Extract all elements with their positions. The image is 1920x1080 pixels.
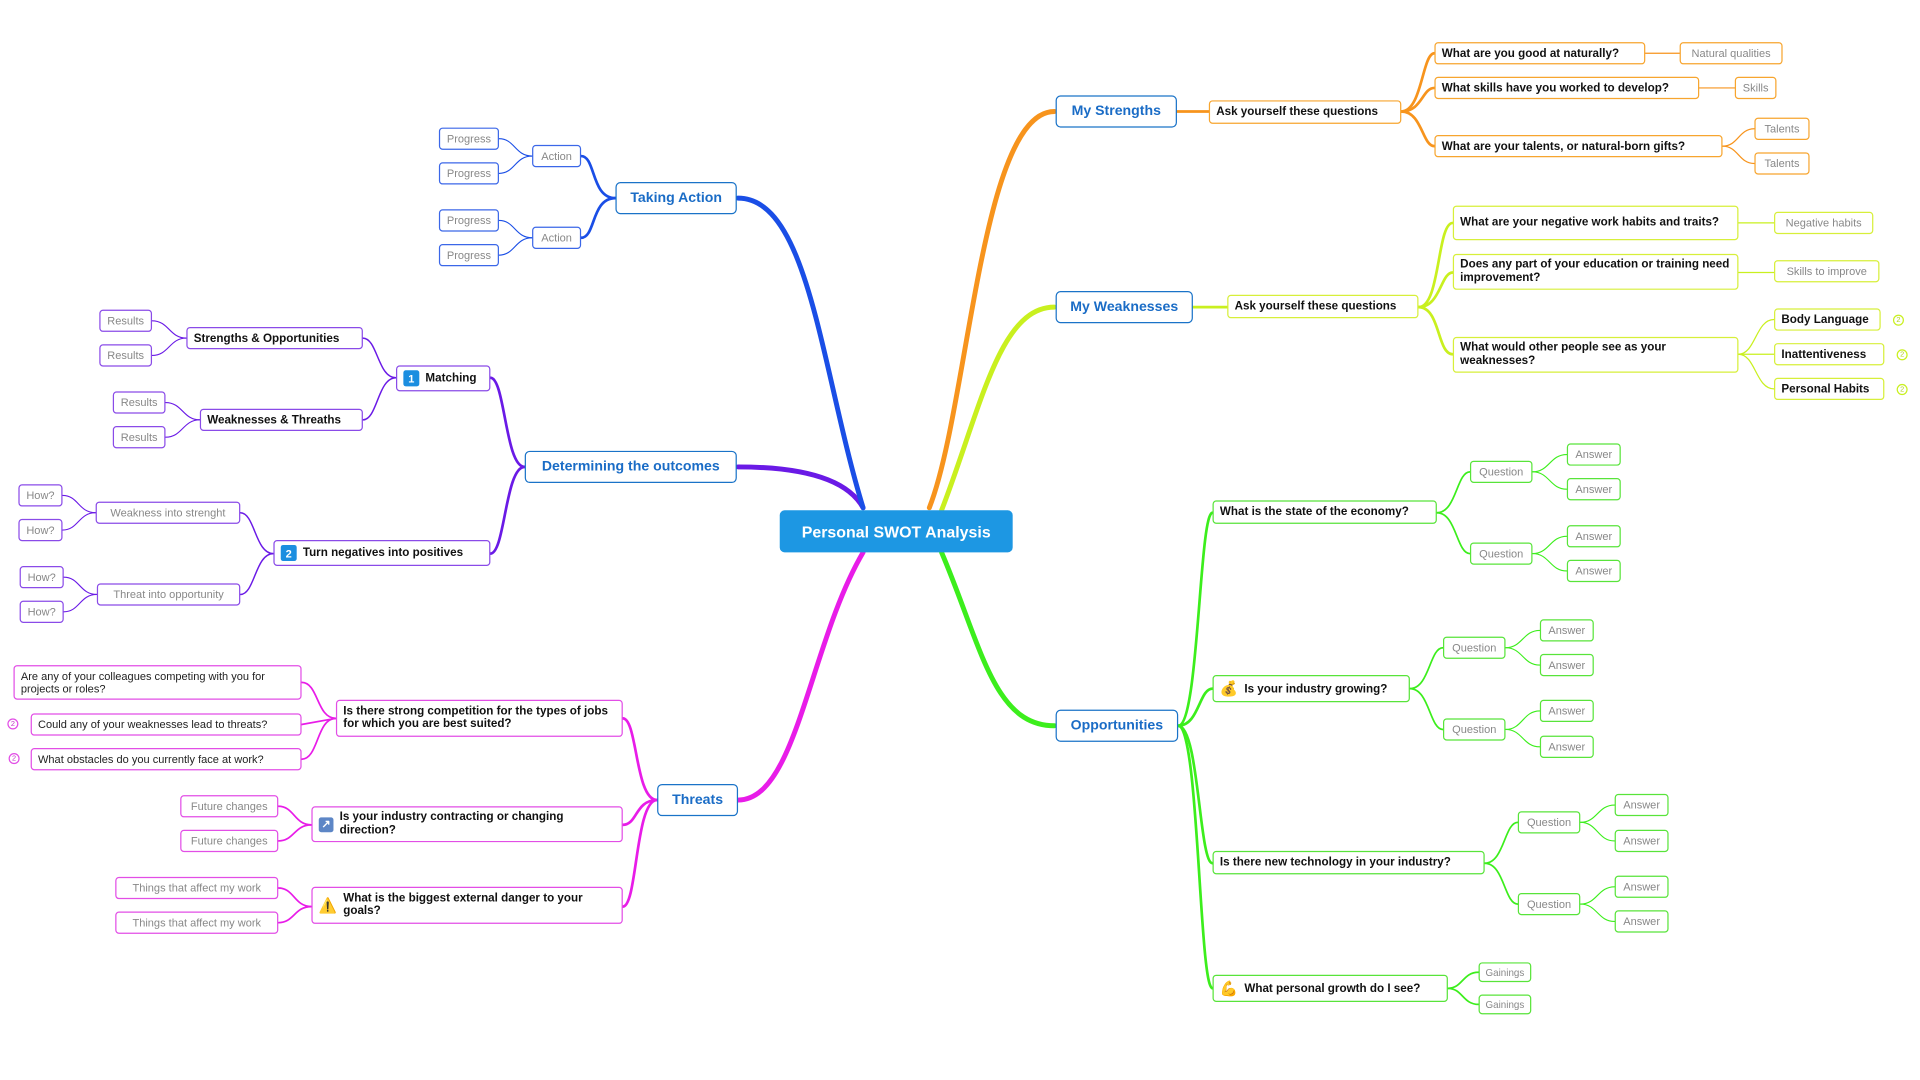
future-changes-node[interactable]: Future changes [180, 795, 279, 818]
outcome-turn-negatives-label: Turn negatives into positives [302, 546, 464, 560]
matching-weaknesses-threats[interactable]: Weaknesses & Threaths [199, 408, 363, 431]
answer-node[interactable]: Answer [1539, 735, 1594, 758]
opportunity-personal-growth-label: What personal growth do I see? [1244, 981, 1421, 996]
weaknesses-answer-negative-habits[interactable]: Negative habits [1774, 211, 1874, 235]
things-affect-work-node[interactable]: Things that affect my work [115, 876, 279, 900]
progress-node[interactable]: Progress [438, 209, 499, 232]
answer-node[interactable]: Answer [1539, 653, 1594, 677]
threat-weaknesses-lead[interactable]: Could any of your weaknesses lead to thr… [30, 713, 302, 736]
topic-my-weaknesses[interactable]: My Weaknesses [1055, 291, 1193, 324]
progress-node[interactable]: Progress [438, 243, 499, 267]
results-node[interactable]: Results [112, 391, 166, 414]
strengths-answer-skills[interactable]: Skills [1734, 76, 1777, 100]
progress-node[interactable]: Progress [438, 162, 499, 185]
strengths-answer-talents-2[interactable]: Talents [1754, 152, 1810, 175]
number-one-icon: 1 [403, 370, 420, 387]
matching-strengths-opportunities[interactable]: Strengths & Opportunities [186, 326, 363, 350]
results-node[interactable]: Results [112, 426, 166, 449]
strengths-question-group[interactable]: Ask yourself these questions [1208, 100, 1402, 124]
opportunity-economy[interactable]: What is the state of the economy? [1212, 500, 1437, 524]
question-node[interactable]: Question [1469, 460, 1533, 484]
weaknesses-answer-skills-to-improve[interactable]: Skills to improve [1774, 260, 1880, 283]
central-topic[interactable]: Personal SWOT Analysis [779, 510, 1013, 553]
collapse-badge[interactable]: 2 [8, 753, 20, 765]
weaknesses-answer-personal-habits[interactable]: Personal Habits [1774, 377, 1885, 401]
weaknesses-question-group[interactable]: Ask yourself these questions [1227, 294, 1419, 319]
threat-external-danger[interactable]: ⚠️ What is the biggest external danger t… [311, 886, 623, 924]
action-node[interactable]: Action [532, 144, 582, 168]
outcome-matching[interactable]: 1 Matching [395, 365, 491, 392]
threat-industry-contracting-label: Is your industry contracting or changing… [339, 809, 564, 837]
topic-opportunities[interactable]: Opportunities [1055, 709, 1179, 742]
question-node[interactable]: Question [1517, 892, 1581, 916]
how-node[interactable]: How? [18, 518, 63, 542]
strengths-question-2[interactable]: What skills have you worked to develop? [1434, 76, 1700, 100]
weaknesses-question-1[interactable]: What are your negative work habits and t… [1452, 205, 1739, 241]
collapse-badge[interactable]: 2 [7, 718, 19, 730]
results-node[interactable]: Results [99, 344, 153, 367]
answer-node[interactable]: Answer [1566, 478, 1621, 501]
opportunity-industry-growing-label: Is your industry growing? [1244, 681, 1388, 696]
threat-industry-contracting[interactable]: ↗ Is your industry contracting or changi… [311, 806, 623, 843]
answer-node[interactable]: Answer [1566, 525, 1621, 548]
collapse-badge[interactable]: 2 [1892, 314, 1904, 326]
weaknesses-answer-inattentiveness[interactable]: Inattentiveness [1774, 343, 1885, 366]
topic-determining-outcomes[interactable]: Determining the outcomes [524, 450, 737, 484]
threat-competition[interactable]: Is there strong competition for the type… [335, 699, 623, 737]
answer-node[interactable]: Answer [1614, 829, 1669, 853]
progress-node[interactable]: Progress [438, 127, 499, 150]
threat-external-danger-label: What is the biggest external danger to y… [343, 891, 583, 918]
outcome-turn-negatives[interactable]: 2 Turn negatives into positives [273, 539, 491, 566]
threat-obstacles[interactable]: What obstacles do you currently face at … [30, 748, 302, 771]
weaknesses-question-2[interactable]: Does any part of your education or train… [1452, 253, 1739, 290]
how-node[interactable]: How? [19, 565, 64, 589]
threat-colleagues-competing[interactable]: Are any of your colleagues competing wit… [13, 665, 302, 700]
answer-node[interactable]: Answer [1539, 619, 1594, 642]
topic-taking-action[interactable]: Taking Action [615, 182, 737, 215]
results-node[interactable]: Results [99, 309, 153, 332]
things-affect-work-node[interactable]: Things that affect my work [115, 911, 279, 934]
number-two-icon: 2 [280, 544, 297, 562]
strengths-question-3[interactable]: What are your talents, or natural-born g… [1434, 134, 1723, 158]
trend-arrow-icon: ↗ [318, 816, 334, 832]
strengths-question-1[interactable]: What are you good at naturally? [1434, 42, 1646, 65]
gainings-node[interactable]: Gainings [1478, 962, 1532, 983]
how-node[interactable]: How? [19, 600, 64, 623]
gainings-node[interactable]: Gainings [1478, 994, 1532, 1015]
warning-icon: ⚠️ [318, 896, 338, 915]
answer-node[interactable]: Answer [1614, 910, 1669, 933]
outcome-matching-label: Matching [425, 371, 477, 386]
answer-node[interactable]: Answer [1614, 793, 1669, 817]
flexed-biceps-icon: 💪 [1219, 979, 1239, 997]
opportunity-industry-growing[interactable]: 💰 Is your industry growing? [1212, 674, 1410, 703]
answer-node[interactable]: Answer [1539, 699, 1594, 723]
answer-node[interactable]: Answer [1566, 559, 1621, 583]
strengths-answer-natural-qualities[interactable]: Natural qualities [1679, 42, 1783, 65]
opportunity-personal-growth[interactable]: 💪 What personal growth do I see? [1212, 974, 1448, 1002]
threat-into-opportunity-node[interactable]: Threat into opportunity [96, 583, 241, 606]
question-node[interactable]: Question [1443, 636, 1506, 659]
future-changes-node[interactable]: Future changes [180, 829, 279, 853]
topic-my-strengths[interactable]: My Strengths [1055, 95, 1177, 128]
collapse-badge[interactable]: 2 [1896, 383, 1908, 396]
how-node[interactable]: How? [18, 484, 63, 507]
question-node[interactable]: Question [1517, 811, 1581, 834]
answer-node[interactable]: Answer [1614, 875, 1669, 898]
action-node[interactable]: Action [532, 226, 582, 249]
question-node[interactable]: Question [1469, 542, 1533, 565]
question-node[interactable]: Question [1443, 718, 1506, 741]
weaknesses-question-3[interactable]: What would other people see as your weak… [1452, 336, 1739, 373]
answer-node[interactable]: Answer [1566, 443, 1621, 466]
money-bag-icon: 💰 [1219, 679, 1239, 698]
strengths-answer-talents-1[interactable]: Talents [1754, 117, 1810, 140]
opportunity-new-technology[interactable]: Is there new technology in your industry… [1212, 850, 1485, 875]
collapse-badge[interactable]: 2 [1896, 349, 1908, 361]
topic-threats[interactable]: Threats [657, 783, 739, 817]
weaknesses-answer-body-language[interactable]: Body Language [1774, 308, 1881, 331]
weakness-into-strength-node[interactable]: Weakness into strenght [95, 501, 241, 524]
